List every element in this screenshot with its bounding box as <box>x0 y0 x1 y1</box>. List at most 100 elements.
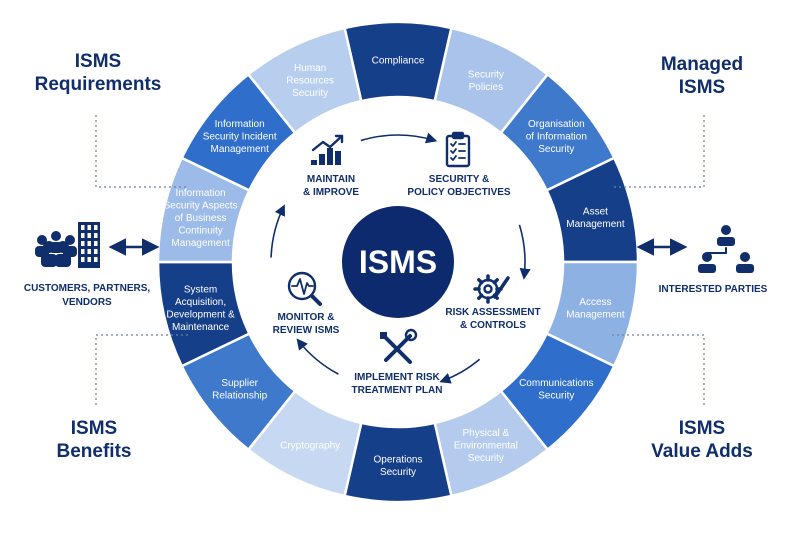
center-circle <box>342 206 454 318</box>
left-stakeholder-line1: CUSTOMERS, PARTNERS, <box>23 283 151 294</box>
right-stakeholder-label: INTERESTED PARTIES <box>628 283 798 297</box>
cycle-step-label-line: IMPLEMENT RISK <box>354 372 440 383</box>
ring-segment-label-line: Development & <box>166 309 235 320</box>
cycle-step-label-line: MONITOR & <box>277 312 334 323</box>
cycle-step-label-0: MAINTAIN & IMPROVE <box>303 174 359 198</box>
ring-segment-label-line: Asset <box>583 207 608 218</box>
cycle-arrow-4 <box>270 204 285 258</box>
ring-segment-label-line: of Information <box>526 132 587 143</box>
ring-segment-label-line: Security Incident <box>203 132 277 143</box>
ring-segment-label-line: Security <box>538 391 574 402</box>
ring-segment-label-line: System <box>184 284 217 295</box>
ring-segment-label-line: Access <box>579 297 611 308</box>
corner-bottom-right-line2: Value Adds <box>651 441 753 462</box>
corner-top-right-line2: ISMS <box>678 77 726 98</box>
cycle-step-label-2: RISK ASSESSMENT & CONTROLS <box>445 307 540 331</box>
left-stakeholder-label: CUSTOMERS, PARTNERS, VENDORS <box>2 282 172 310</box>
corner-top-left-line1: ISMS <box>74 51 122 72</box>
connector-top-right <box>612 115 705 188</box>
corner-top-right-line1: Managed <box>660 54 744 75</box>
ring-segment-label-line: Continuity <box>178 225 222 236</box>
ring-segment-label-line: Physical & <box>463 428 510 439</box>
cycle-step-label-line: & IMPROVE <box>303 187 359 198</box>
left-stakeholder-line2: VENDORS <box>62 297 112 308</box>
ring-segment-label-line: Management <box>171 238 230 249</box>
cycle-step-label-line: SECURITY & <box>429 174 489 185</box>
ring-segment-label-line: Cryptography <box>280 440 340 451</box>
ring-segment-label-line: Security <box>538 144 574 155</box>
cycle-step-label-1: SECURITY & POLICY OBJECTIVES <box>407 174 511 198</box>
ring-segment-label-line: Human <box>294 63 326 74</box>
ring-segment-label-line: Security <box>468 453 504 464</box>
magnifier-pulse-icon <box>287 271 322 306</box>
cycle-step-label-line: REVIEW ISMS <box>273 325 340 336</box>
corner-top-left: ISMS Requirements <box>0 50 198 96</box>
right-stakeholder-line1: INTERESTED PARTIES <box>658 284 768 295</box>
cycle-arrow-0 <box>360 132 438 144</box>
ring-segment-label-line: Information <box>176 188 226 199</box>
tools-icon <box>380 328 418 364</box>
ring-segment-label-line: Supplier <box>221 378 258 389</box>
cycle-arrow-3 <box>296 338 339 375</box>
cycle-step-label-line: & CONTROLS <box>460 320 526 331</box>
ring-segment-label-line: Organisation <box>528 119 585 130</box>
ring-segment-label-line: Management <box>566 219 625 230</box>
corner-bottom-right: ISMS Value Adds <box>602 417 800 463</box>
ring-segment-label-line: Information <box>215 119 265 130</box>
center-label: ISMS <box>359 244 437 280</box>
ring-segment-label-8: Cryptography <box>280 440 340 451</box>
ring-segment-label-line: Security Aspects <box>164 200 238 211</box>
ring-segment-label-line: Relationship <box>212 391 267 402</box>
ring-segment-13 <box>246 26 363 135</box>
ring-segment-label-line: Security <box>468 69 504 80</box>
cycle-arrow-1 <box>518 224 531 280</box>
corner-bottom-left-line1: ISMS <box>70 418 118 439</box>
ring-segment-label-line: Acquisition, <box>175 297 226 308</box>
ring-segment-label-line: Management <box>566 309 625 320</box>
connector-top-left <box>95 115 188 188</box>
ring-segment-label-line: Security <box>380 467 416 478</box>
ring-segment-label-line: of Business <box>175 213 227 224</box>
cycle-step-label-line: MAINTAIN <box>307 174 355 185</box>
corner-bottom-left: ISMS Benefits <box>0 417 194 463</box>
connector-bottom-right <box>612 334 705 405</box>
corner-top-left-line2: Requirements <box>34 74 162 95</box>
cycle-step-label-line: RISK ASSESSMENT <box>445 307 540 318</box>
corner-bottom-left-line2: Benefits <box>56 441 132 462</box>
ring-segment-label-line: Communications <box>519 378 593 389</box>
corner-bottom-right-line1: ISMS <box>678 418 726 439</box>
ring-segment-label-line: Policies <box>469 82 503 93</box>
cycle-arrow-2 <box>439 358 481 384</box>
ring-segment-label-line: Environmental <box>454 440 518 451</box>
ring-segment-label-line: Security <box>292 88 328 99</box>
corner-top-right: Managed ISMS <box>602 53 800 99</box>
ring-segment-label-line: Management <box>210 144 269 155</box>
people-building-icon <box>35 222 100 268</box>
connector-bottom-left <box>95 334 188 405</box>
ring-segment-label-line: Operations <box>374 454 423 465</box>
cycle-step-label-line: POLICY OBJECTIVES <box>407 187 511 198</box>
cycle-step-label-4: MONITOR & REVIEW ISMS <box>273 312 340 336</box>
chart-growth-icon <box>311 134 344 165</box>
clipboard-checklist-icon <box>445 131 471 168</box>
gear-pencil-icon <box>473 274 510 304</box>
ring-segment-label-0: Compliance <box>372 56 425 67</box>
ring-segment-label-line: Maintenance <box>172 322 230 333</box>
ring-segment-label-line: Compliance <box>372 56 425 67</box>
ring-segment-label-line: Resources <box>286 76 334 87</box>
org-hierarchy-icon <box>698 225 754 273</box>
